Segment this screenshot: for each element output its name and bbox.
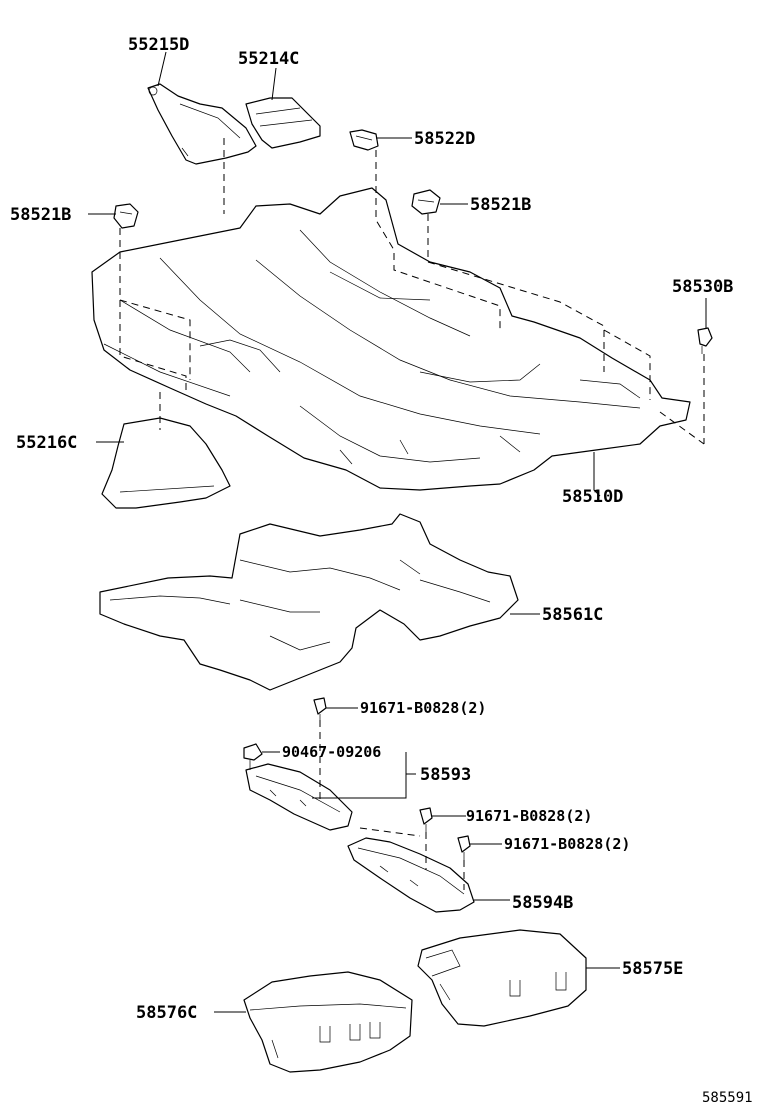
dashed-guides — [119, 138, 705, 890]
bolt-91671-B0828-b[interactable] — [419, 807, 433, 832]
label-55215D: 55215D — [128, 35, 189, 55]
label-58593: 58593 — [420, 765, 471, 785]
part-58521B-left-clip[interactable] — [113, 203, 139, 229]
label-55214C: 55214C — [238, 49, 299, 69]
label-58530B: 58530B — [672, 277, 733, 297]
label-58521B-right: 58521B — [470, 195, 531, 215]
part-58521B-right-clip[interactable] — [411, 189, 441, 215]
diagram-code: 585591 — [702, 1090, 753, 1106]
label-91671-B0828-b: 91671-B0828(2) — [466, 807, 592, 825]
label-55216C: 55216C — [16, 433, 77, 453]
bolt-91671-B0828-a[interactable] — [313, 697, 327, 722]
part-58561C-silencer[interactable] — [99, 513, 519, 691]
part-58510D-floor-carpet[interactable] — [91, 187, 691, 491]
part-58575E-box[interactable] — [417, 929, 587, 1027]
part-55214C-shape[interactable] — [245, 97, 321, 149]
part-58530B-clip[interactable] — [697, 327, 713, 354]
part-58593-bracket[interactable] — [245, 763, 353, 831]
label-58561C: 58561C — [542, 605, 603, 625]
label-58576C: 58576C — [136, 1003, 197, 1023]
part-58594B-bracket[interactable] — [347, 837, 475, 913]
bolt-91671-B0828-c[interactable] — [457, 835, 471, 860]
label-58575E: 58575E — [622, 959, 683, 979]
part-55215D-shape[interactable] — [147, 83, 257, 165]
label-91671-B0828-a: 91671-B0828(2) — [360, 699, 486, 717]
label-91671-B0828-c: 91671-B0828(2) — [504, 835, 630, 853]
label-58522D: 58522D — [414, 129, 475, 149]
label-58594B: 58594B — [512, 893, 573, 913]
leader-lines — [88, 51, 707, 1013]
part-58522D-clip[interactable] — [349, 129, 379, 151]
label-90467-09206: 90467-09206 — [282, 743, 381, 761]
part-58576C-box[interactable] — [243, 971, 413, 1073]
label-58521B-left: 58521B — [10, 205, 71, 225]
bolt-90467-09206[interactable] — [243, 743, 263, 770]
label-58510D: 58510D — [562, 487, 623, 507]
part-55216C-rear-mat[interactable] — [101, 417, 231, 509]
